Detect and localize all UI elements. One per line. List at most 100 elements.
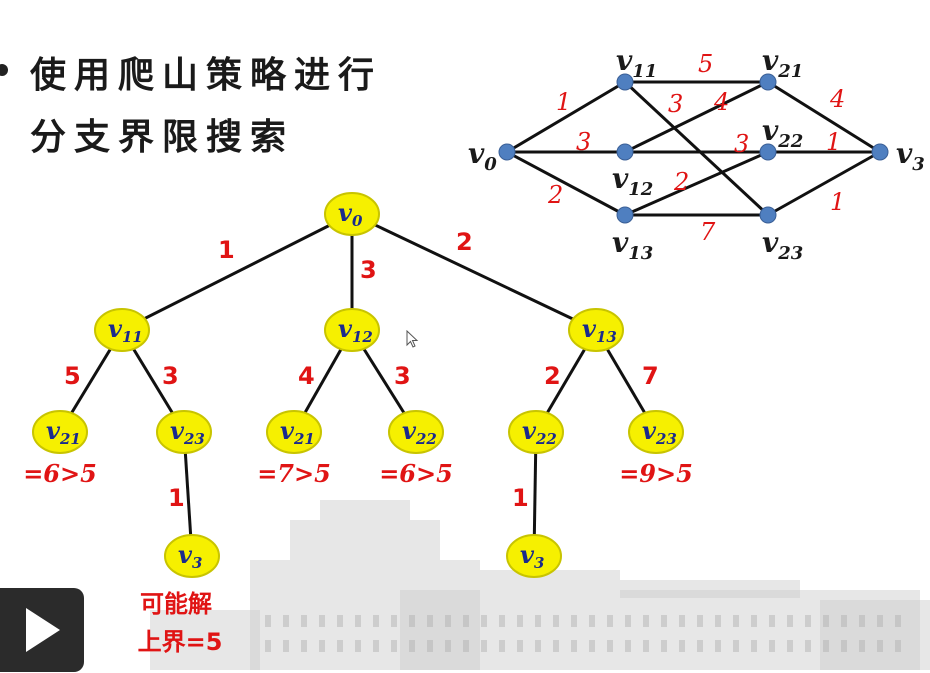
- building-window: [877, 640, 883, 652]
- tree-edge-weight: 3: [162, 362, 179, 390]
- building-window: [463, 640, 469, 652]
- building-window: [607, 615, 613, 627]
- building-window: [301, 640, 307, 652]
- building-window: [319, 615, 325, 627]
- building-window: [427, 640, 433, 652]
- building-window: [661, 640, 667, 652]
- building-window: [535, 640, 541, 652]
- building-block: [150, 610, 260, 670]
- graph-node-v22: [759, 143, 777, 161]
- graph-edge-v21-v3: [767, 80, 881, 154]
- graph-edge-weight: 1: [826, 128, 841, 156]
- graph-node-label-v22: v22: [762, 114, 803, 152]
- building-window: [355, 640, 361, 652]
- tree-edge-t0-t13: [351, 212, 597, 332]
- building-window: [643, 615, 649, 627]
- tree-node-label: v22: [402, 416, 437, 448]
- graph-edge-weight: 4: [713, 88, 729, 116]
- building-window: [589, 615, 595, 627]
- building-window: [859, 615, 865, 627]
- building-window: [265, 615, 271, 627]
- building-window: [571, 640, 577, 652]
- building-window: [733, 640, 739, 652]
- building-window: [643, 640, 649, 652]
- graph-node-label-v3: v3: [896, 137, 925, 175]
- tree-bound-note: =7>5: [257, 459, 331, 488]
- graph-edge-weight: 2: [547, 181, 563, 209]
- building-window: [823, 640, 829, 652]
- building-window: [769, 615, 775, 627]
- tree-bound-note: =6>5: [379, 459, 453, 488]
- building-window: [661, 615, 667, 627]
- tree-edge-weight: 1: [168, 484, 185, 512]
- building-window: [535, 615, 541, 627]
- graph-edge-v0-v11: [506, 80, 626, 154]
- graph-node-label-v13: v13: [612, 226, 653, 264]
- building-window: [805, 615, 811, 627]
- building-window: [517, 640, 523, 652]
- graph-node-v23: [759, 206, 777, 224]
- graph-node-v11: [616, 73, 634, 91]
- tree-node-t13_22: [508, 410, 564, 454]
- graph-node-label-v0: v0: [468, 137, 497, 175]
- slide-title-line-1: 使用爬山策略进行: [30, 55, 383, 96]
- graph-edge-weight: 5: [698, 50, 713, 78]
- building-window: [373, 615, 379, 627]
- graph-edge-weight: 2: [673, 168, 689, 196]
- building-window: [553, 640, 559, 652]
- tree-bound-note: =9>5: [619, 459, 693, 488]
- building-window: [283, 640, 289, 652]
- tree-edge-weight: 2: [456, 228, 473, 256]
- building-window: [391, 640, 397, 652]
- video-play-button[interactable]: [0, 588, 84, 672]
- mouse-cursor-icon: [406, 330, 419, 348]
- tree-node-label: v0: [338, 198, 363, 230]
- building-window: [877, 615, 883, 627]
- building-block: [620, 580, 800, 598]
- building-window: [445, 640, 451, 652]
- tree-edge-weight: 3: [394, 362, 411, 390]
- building-window: [589, 640, 595, 652]
- graph-node-v12: [616, 143, 634, 161]
- building-window: [283, 615, 289, 627]
- building-window: [337, 615, 343, 627]
- building-window: [517, 615, 523, 627]
- graph-node-v13: [616, 206, 634, 224]
- building-window: [751, 640, 757, 652]
- building-window: [841, 640, 847, 652]
- tree-edge-weight: 1: [218, 236, 235, 264]
- tree-node-t11_23: [156, 410, 212, 454]
- graph-edge-weight: 3: [668, 90, 683, 118]
- building-window: [499, 640, 505, 652]
- tree-node-t11_23_3: [164, 534, 220, 578]
- tree-edge-weight: 7: [642, 362, 659, 390]
- building-window: [841, 615, 847, 627]
- graph-edge-v12-v21: [624, 80, 769, 154]
- tree-node-t11: [94, 308, 150, 352]
- tree-node-t13_22_3: [506, 534, 562, 578]
- graph-node-label-v12: v12: [612, 162, 653, 200]
- tree-node-t13_23: [628, 410, 684, 454]
- graph-edge-weight: 4: [829, 85, 845, 113]
- graph-node-label-v21: v21: [762, 44, 803, 82]
- tree-edge-t0-t11: [121, 212, 353, 332]
- graph-edge-weight: 3: [576, 128, 591, 156]
- tree-node-t13: [568, 308, 624, 352]
- solution-note-line-2: 上界=5: [138, 628, 223, 656]
- building-window: [769, 640, 775, 652]
- building-window: [625, 615, 631, 627]
- graph-edge-v23-v3: [767, 150, 881, 217]
- building-block: [400, 590, 920, 670]
- building-window: [553, 615, 559, 627]
- building-window: [787, 640, 793, 652]
- bullet-icon: [0, 64, 8, 76]
- tree-node-t12: [324, 308, 380, 352]
- building-window: [265, 640, 271, 652]
- building-window: [319, 640, 325, 652]
- tree-bound-note: =6>5: [23, 459, 97, 488]
- tree-edge-weight: 1: [512, 484, 529, 512]
- background-building-silhouette: [150, 500, 930, 670]
- tree-node-t11_21: [32, 410, 88, 454]
